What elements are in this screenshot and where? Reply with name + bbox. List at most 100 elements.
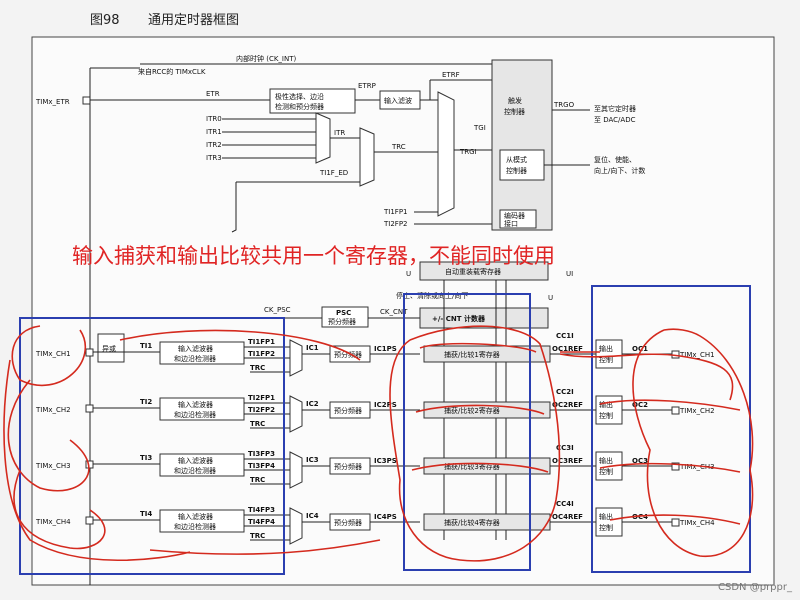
ic-mux [289,451,303,489]
ic-prescaler-label: 预分频器 [334,350,362,359]
cc-interrupt-label: CC2I [556,388,574,396]
ti1f-ed-label: TI1F_ED [319,169,348,177]
input-filter-line2: 和边沿检测器 [174,410,216,419]
ic-prescaler-label: 预分频器 [334,406,362,415]
input-filter-block [159,509,245,533]
to-other-timers-l1: 至其它定时器 [594,104,636,113]
etrf-label: ETRF [442,71,460,79]
watermark: CSDN @prppr_ [718,582,792,593]
ti2fp2-top-label: TI2FP2 [383,220,408,228]
input-filter-line2: 和边沿检测器 [174,466,216,475]
channel-pin-label: TIMx_CH2 [35,406,71,414]
fp-b-label: TI3FP4 [248,462,275,470]
etrp-label: ETRP [358,82,376,90]
trc-label: TRC [250,532,265,540]
fp-a-label: TI1FP1 [248,338,275,346]
channel-pin-label: TIMx_CH3 [35,462,71,470]
stop-clear-label: 停止、清除或向上/向下 [396,291,468,300]
input-filter-label: 输入滤波 [384,96,412,105]
fp-a-label: TI2FP1 [248,394,275,402]
output-control-l2: 控制 [599,523,613,532]
ck-cnt-label: CK_CNT [380,308,408,316]
psc-prescaler [321,306,369,328]
cc-interrupt-label: CC1I [556,332,574,340]
cc-interrupt-label: CC3I [556,444,574,452]
ck-psc-label: CK_PSC [264,306,291,314]
polarity-line2: 检测和预分频器 [275,102,324,111]
input-filter-line1: 输入滤波器 [178,344,213,353]
ic-mux [289,507,303,545]
cnt-label: +/- CNT 计数器 [432,314,486,323]
ic-label: IC4 [306,512,319,520]
ic-label: IC1 [306,344,319,352]
ocref-label: OC2REF [552,401,583,409]
cnt-counter [419,307,549,329]
output-pin-label: TIMx_CH2 [679,407,715,415]
output-pin [671,462,680,471]
itr-label: ITR [334,129,345,137]
figure-title: 通用定时器框图 [148,13,240,28]
fp-b-label: TI1FP2 [248,350,275,358]
output-control-l2: 控制 [599,411,613,420]
ocref-label: OC4REF [552,513,583,521]
auto-reload-label: 自动重装载寄存器 [445,267,501,276]
ui-label: UI [566,270,573,278]
itr2-label: ITR2 [206,141,222,149]
output-control-block [595,339,623,369]
ic-prescaler-label: 预分频器 [334,518,362,527]
fp-a-label: TI4FP3 [248,506,275,514]
input-stage-highlight [19,317,285,575]
slave-controller-l1: 从模式 [506,155,527,164]
oc-label: OC1 [632,345,648,353]
xor-gate [97,333,125,363]
slave-actions-l2: 向上/向下、计数 [594,166,645,175]
tgi-label: TGI [473,124,486,132]
fp-a-label: TI3FP3 [248,450,275,458]
slave-controller-l2: 控制器 [506,166,527,175]
itr0-label: ITR0 [206,115,222,123]
ti-label: TI4 [140,510,152,518]
output-control-l2: 控制 [599,355,613,364]
input-filter-line1: 输入滤波器 [178,512,213,521]
fp-b-label: TI2FP2 [248,406,275,414]
ocref-label: OC1REF [552,345,583,353]
icps-label: IC1PS [374,345,397,353]
output-control-l1: 输出 [599,344,613,353]
annotation-note: 输入捕获和输出比较共用一个寄存器，不能同时使用 [72,244,555,268]
trigger-controller-frame [491,59,553,231]
ic-prescaler-label: 预分频器 [334,462,362,471]
output-pin-label: TIMx_CH4 [679,519,715,527]
channel-pin-label: TIMx_CH1 [35,350,71,358]
icps-label: IC2PS [374,401,397,409]
ic-label: IC2 [306,400,319,408]
cc-register-label: 捕获/比较3寄存器 [444,462,500,471]
icps-label: IC4PS [374,513,397,521]
output-pin [671,406,680,415]
ic-mux [289,339,303,377]
internal-clock-label: 内部时钟 (CK_INT) [236,54,297,63]
auto-reload-register [419,261,549,281]
cc-interrupt-label: CC4I [556,500,574,508]
input-filter-block [159,453,245,477]
ic-label: IC3 [306,456,319,464]
oc-label: OC2 [632,401,648,409]
channel-pin-label: TIMx_CH4 [35,518,71,526]
input-filter-block [159,341,245,365]
cc-register-label: 捕获/比较1寄存器 [444,350,500,359]
to-other-timers-l2: 至 DAC/ADC [594,116,636,124]
oc-label: OC3 [632,457,648,465]
slave-actions-l1: 复位、使能、 [594,155,636,164]
trc-label: TRC [250,476,265,484]
output-control-l2: 控制 [599,467,613,476]
polarity-select-block [269,88,356,114]
channel-pin [85,404,94,413]
output-control-l1: 输出 [599,456,613,465]
channel-pin [85,516,94,525]
ti-label: TI2 [140,398,152,406]
ti1fp1-top-label: TI1FP1 [383,208,408,216]
xor-label: 异或 [102,344,116,353]
trigger-controller-l2: 控制器 [504,107,525,116]
